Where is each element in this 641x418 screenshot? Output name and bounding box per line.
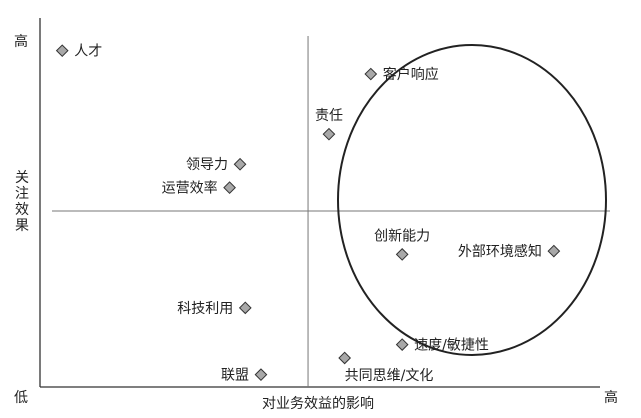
point-label-2: 客户响应 [383,66,439,83]
point-label-8: 科技利用 [177,301,233,317]
point-label-9: 速度/敏捷性 [414,338,489,354]
highlight-ellipse [337,44,607,356]
point-label-3: 责任 [315,108,343,124]
point-label-10: 共同思维/文化 [345,368,434,384]
point-marker-5 [223,181,236,194]
point-label-5: 运营效率 [162,180,218,197]
data-points: 人才客户响应责任领导力运营效率创新能力外部环境感知科技利用速度/敏捷性共同思维/… [55,44,561,384]
point-marker-10 [338,351,352,365]
y-axis-high-label: 高 [14,33,28,50]
y-axis-title: 关注效果 [15,170,29,234]
point-marker-9 [395,338,409,351]
point-marker-2 [364,67,378,81]
x-axis-title: 对业务效益的影响 [262,396,374,412]
point-label-6: 创新能力 [374,228,430,244]
x-axis-low-label: 低 [14,390,28,406]
point-marker-11 [254,368,268,382]
point-label-1: 人才 [74,44,102,60]
point-marker-3 [322,127,336,141]
x-axis-high-label: 高 [604,389,618,406]
point-label-7: 外部环境感知 [458,243,542,260]
point-label-11: 联盟 [221,368,249,384]
point-marker-1 [55,44,69,58]
point-marker-4 [233,157,247,171]
point-marker-7 [547,244,561,258]
point-marker-6 [395,248,409,261]
point-marker-8 [238,301,252,315]
point-label-4: 领导力 [186,157,228,173]
